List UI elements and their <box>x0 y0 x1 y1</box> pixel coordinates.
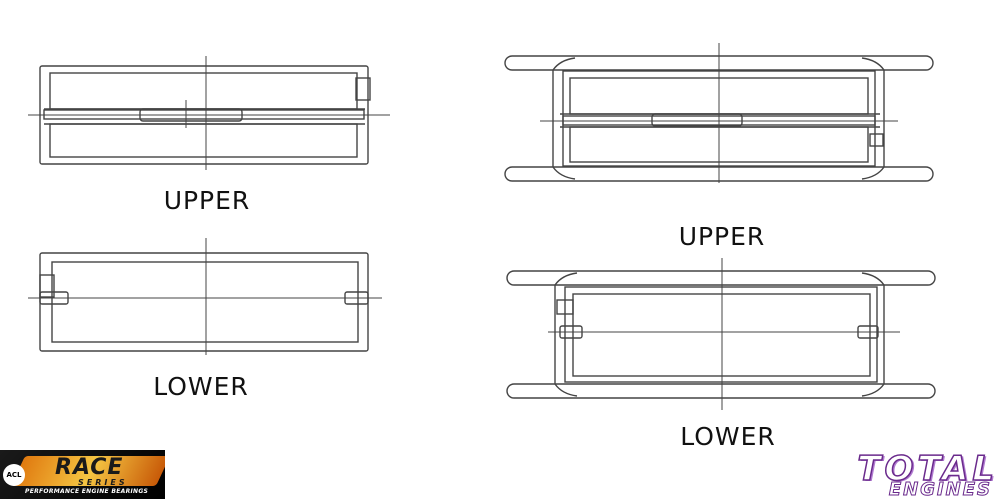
upper-right-flanged-shell <box>504 43 934 183</box>
race-text: RACE <box>55 455 124 480</box>
brand-line-2: ENGINES <box>888 479 992 500</box>
total-engines-logo: TOTAL ENGINES <box>818 448 998 500</box>
upper-left-shell <box>28 56 390 170</box>
logo-tagline: PERFORMANCE ENGINE BEARINGS <box>25 488 149 495</box>
lower-right-flanged-shell <box>506 258 936 410</box>
acl-mark: ACL <box>3 464 25 486</box>
brand-line-1: TOTAL <box>857 448 998 490</box>
lower-left-label: LOWER <box>153 372 249 401</box>
acl-race-series-logo: ACL RACE SERIES PERFORMANCE ENGINE BEARI… <box>0 450 165 499</box>
lower-right-label: LOWER <box>680 422 776 451</box>
upper-left-label: UPPER <box>163 186 251 215</box>
lower-left-shell <box>28 238 382 355</box>
upper-right-label: UPPER <box>678 222 766 251</box>
series-text: SERIES <box>78 478 128 487</box>
